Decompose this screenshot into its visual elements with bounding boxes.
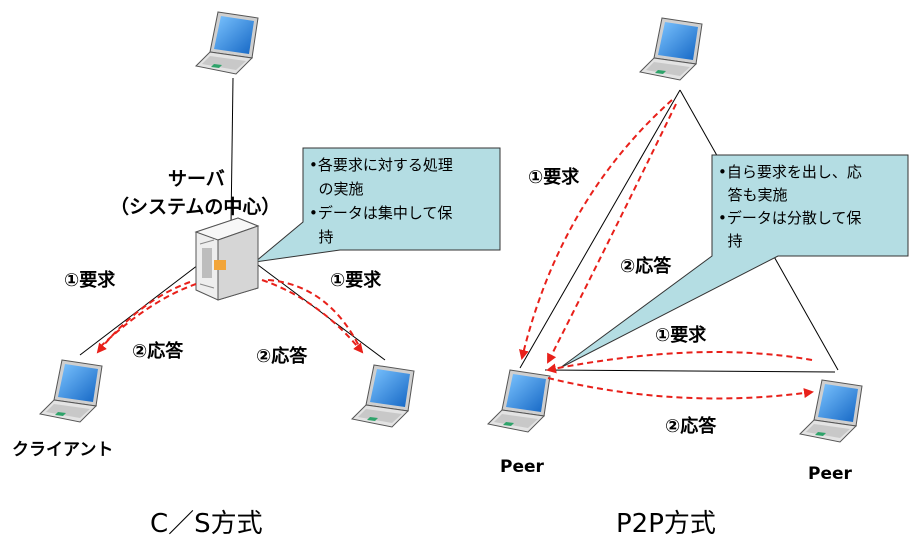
cs-network: •各要求に対する処理 の実施 •データは集中して保 持 サーバ （システムの中心… <box>12 11 501 539</box>
p2p-link-bottom <box>544 369 836 373</box>
server-sublabel: （システムの中心） <box>110 195 280 218</box>
p2p-request-label-bottom: ①要求 <box>655 324 707 346</box>
p2p-callout-line-4: 持 <box>718 232 743 250</box>
cs-response-arrow-right <box>267 279 363 353</box>
laptop-icon <box>195 11 259 75</box>
laptop-icon <box>799 379 863 443</box>
p2p-network: •自ら要求を出し、応 答も実施 •データは分散して保 持 ①要求 ②応答 ①要求… <box>487 17 909 539</box>
cs-link-left <box>79 264 199 356</box>
laptop-icon <box>351 364 415 428</box>
p2p-callout-line-3: •データは分散して保 <box>718 209 861 227</box>
laptop-icon <box>39 359 103 423</box>
p2p-request-arrow-bottom <box>546 351 813 374</box>
server-label: サーバ <box>168 168 225 190</box>
cs-callout-line-2: の実施 <box>309 180 364 198</box>
cs-response-label-left: ②応答 <box>132 340 184 362</box>
cs-callout <box>253 147 501 263</box>
cs-callout-line-3: •データは集中して保 <box>309 204 452 222</box>
cs-callout-line-1: •各要求に対する処理 <box>309 156 453 174</box>
p2p-request-arrow-top <box>519 99 673 360</box>
p2p-response-arrow-top <box>547 103 677 364</box>
cs-response-arrow-left <box>99 283 197 348</box>
peer-label-left: Peer <box>500 457 545 477</box>
p2p-response-arrow-bottom <box>547 377 814 400</box>
cs-callout-line-4: 持 <box>309 228 334 246</box>
p2p-request-label-top: ①要求 <box>528 166 580 188</box>
laptop-icon <box>639 17 703 81</box>
cs-request-arrow-left <box>96 281 191 354</box>
cs-request-label-right: ①要求 <box>330 269 382 291</box>
cs-link-top <box>230 77 234 226</box>
p2p-response-label-bottom: ②応答 <box>665 415 717 437</box>
p2p-callout-line-1: •自ら要求を出し、応 <box>718 163 862 181</box>
p2p-response-label-top: ②応答 <box>620 255 672 277</box>
cs-request-arrow-right <box>261 279 364 354</box>
client-label: クライアント <box>12 440 113 460</box>
p2p-callout <box>559 154 909 369</box>
peer-label-right: Peer <box>808 464 853 484</box>
p2p-link-left <box>519 89 681 369</box>
cs-request-label-left: ①要求 <box>64 269 116 291</box>
cs-response-label-right: ②応答 <box>256 345 308 367</box>
p2p-caption: P2P方式 <box>616 509 716 539</box>
laptop-icon <box>487 369 551 433</box>
p2p-callout-line-2: 答も実施 <box>718 186 788 204</box>
cs-caption: C／S方式 <box>150 509 263 539</box>
server-icon <box>194 217 260 301</box>
